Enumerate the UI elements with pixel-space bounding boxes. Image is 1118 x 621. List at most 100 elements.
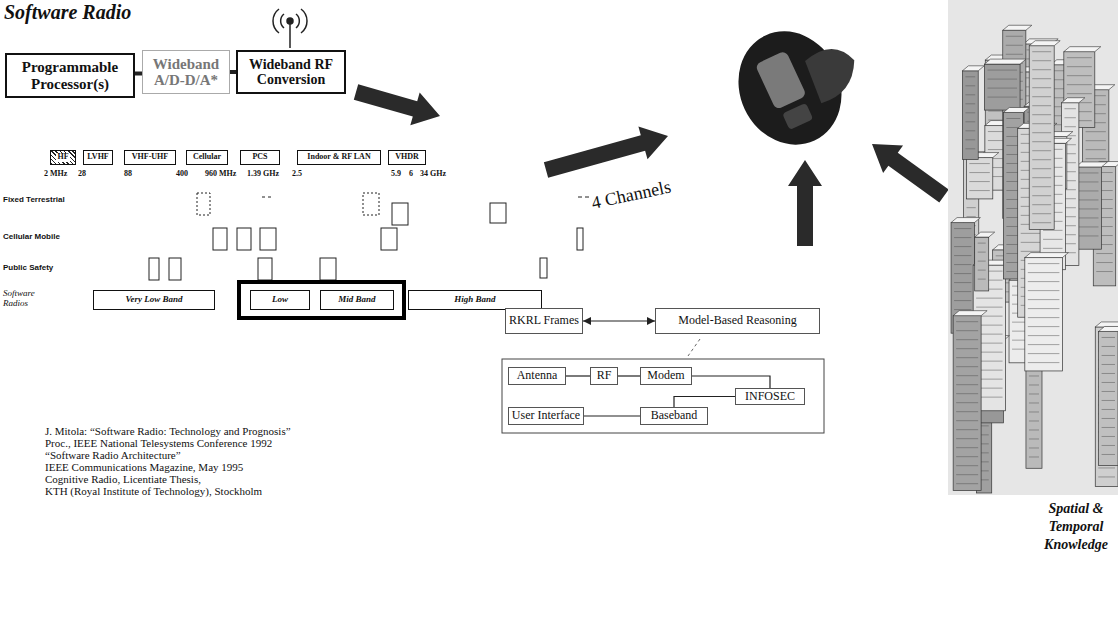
phone-keypad <box>782 103 813 130</box>
box-text: RF <box>597 369 612 382</box>
window-row <box>1067 57 1092 58</box>
window-row <box>1032 195 1051 196</box>
big-arrows <box>354 84 949 246</box>
window-row <box>1028 281 1060 282</box>
row-label: Cellular Mobile <box>3 233 60 242</box>
building <box>1029 46 1054 230</box>
window-row <box>956 339 978 340</box>
window-row <box>978 243 986 244</box>
window-row <box>1043 248 1062 249</box>
window-row <box>1028 344 1060 345</box>
label-holder: Public Safety <box>3 264 53 273</box>
window-row <box>1029 429 1039 430</box>
window-row <box>1006 45 1023 46</box>
window-row <box>1064 108 1075 109</box>
window-row <box>956 465 978 466</box>
allocation-marks <box>149 193 589 280</box>
window-row <box>1032 159 1051 160</box>
row-label: Software Radios <box>3 289 43 309</box>
box-text: Model-Based Reasoning <box>678 314 796 327</box>
window-row <box>1102 382 1115 383</box>
building-roof <box>1061 98 1084 103</box>
building <box>1025 258 1063 371</box>
box-text: HF <box>56 153 69 162</box>
window-row <box>956 483 978 484</box>
box-text: INFOSEC <box>745 390 795 403</box>
row-label: Public Safety <box>3 264 53 273</box>
label-holder: J. Mitola: “Software Radio: Technology a… <box>45 425 291 437</box>
window-row <box>965 130 975 131</box>
window-row <box>1032 69 1051 70</box>
module-box: User Interface <box>508 407 584 425</box>
window-row <box>1032 105 1051 106</box>
window-row <box>1032 78 1051 79</box>
wave-arc <box>273 9 279 33</box>
window-row <box>1029 402 1039 403</box>
band-mark <box>540 258 547 278</box>
window-row <box>1096 262 1112 263</box>
hardware-block: Wideband A/D-D/A* <box>142 50 230 94</box>
window-row <box>956 438 978 439</box>
window-row <box>956 447 978 448</box>
reference-line: KTH (Royal Institute of Technology), Sto… <box>45 485 262 497</box>
window-row <box>956 411 978 412</box>
window-row <box>965 94 975 95</box>
label-holder: 2 MHz <box>44 170 67 179</box>
label-holder: KTH (Royal Institute of Technology), Sto… <box>45 485 262 497</box>
box-text: Low <box>272 295 288 305</box>
connector <box>583 320 655 321</box>
city-illustration <box>948 0 1118 495</box>
window-row <box>1032 141 1051 142</box>
band-mark <box>578 197 582 198</box>
window-row <box>954 237 971 238</box>
window-row <box>1064 207 1075 208</box>
window-row <box>1079 181 1099 182</box>
module-box: Baseband <box>640 407 708 425</box>
hardware-block: Wideband RF Conversion <box>236 50 346 94</box>
window-row <box>1102 436 1115 437</box>
box-text: VHF-UHF <box>132 153 168 162</box>
box-text: Indoor & RF LAN <box>307 153 370 162</box>
building-roof <box>1064 47 1101 52</box>
window-row <box>1032 177 1051 178</box>
window-row <box>1032 51 1051 52</box>
window-row <box>1102 400 1115 401</box>
window-row <box>1079 172 1099 173</box>
connector <box>135 72 142 76</box>
window-row <box>1032 123 1051 124</box>
label-holder: Cognitive Radio, Licentiate Thesis, <box>45 473 201 485</box>
reference-line: J. Mitola: “Software Radio: Technology a… <box>45 425 291 437</box>
window-row <box>1032 150 1051 151</box>
window-row <box>1064 126 1075 127</box>
window-row <box>1079 190 1099 191</box>
band-box: PCS <box>240 150 280 165</box>
hand <box>801 40 865 104</box>
pointer-arrow <box>544 127 668 178</box>
window-row <box>1032 186 1051 187</box>
box-text: Programmable Processor(s) <box>11 59 129 92</box>
band-mark <box>381 228 397 250</box>
window-row <box>1043 230 1062 231</box>
window-row <box>965 121 975 122</box>
window-row <box>956 456 978 457</box>
window-row <box>1029 384 1039 385</box>
label-holder: “Software Radio Architecture” <box>45 449 181 461</box>
band-mark <box>213 228 227 250</box>
band-mark <box>363 193 379 215</box>
connector <box>674 397 735 408</box>
window-row <box>956 375 978 376</box>
label-holder: 6 <box>409 170 413 179</box>
label-holder: 34 GHz <box>420 170 446 179</box>
pointer-arrow <box>872 144 949 202</box>
band-box: High Band <box>408 290 542 310</box>
box-text: Mid Band <box>338 295 375 305</box>
window-row <box>1102 337 1115 338</box>
window-row <box>956 348 978 349</box>
window-row <box>1006 118 1020 119</box>
module-box: RF <box>590 367 618 385</box>
label-holder: 1.39 GHz <box>247 170 279 179</box>
box-text: Very Low Band <box>125 295 182 305</box>
window-row <box>1032 87 1051 88</box>
connector <box>584 415 640 416</box>
window-row <box>956 330 978 331</box>
